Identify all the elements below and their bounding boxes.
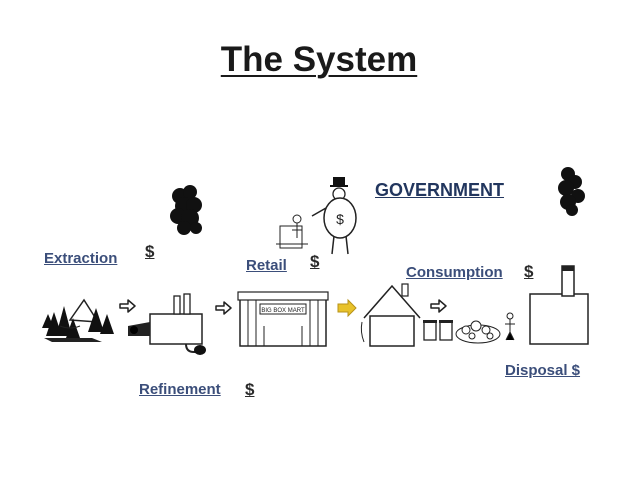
person-icon xyxy=(505,312,515,341)
page-title: The System xyxy=(220,40,418,79)
dollar-consumption: $ xyxy=(524,262,534,281)
label-refinement: Refinement xyxy=(139,381,221,398)
pollution-cloud-right-icon xyxy=(558,167,585,216)
store-sign: BIG BOX MART xyxy=(261,308,305,314)
trash-cans-icon xyxy=(423,320,453,341)
label-government: GOVERNMENT xyxy=(375,180,505,200)
trash-pile-icon xyxy=(455,320,501,344)
label-disposal: Disposal $ xyxy=(505,362,581,379)
svg-text:$: $ xyxy=(336,211,344,227)
disposal-incinerator-icon xyxy=(529,265,589,345)
arrow-icon xyxy=(119,299,136,313)
dollar-retail: $ xyxy=(310,252,320,271)
pollution-cloud-left-icon xyxy=(170,185,202,235)
small-figure-icon xyxy=(276,214,308,249)
refinement-factory-icon xyxy=(128,293,206,355)
house-icon xyxy=(360,283,421,347)
highlight-arrow-icon xyxy=(337,298,357,318)
extraction-forest-icon xyxy=(42,298,114,342)
label-retail: Retail xyxy=(246,257,287,274)
label-extraction: Extraction xyxy=(44,250,118,267)
dollar-refinement: $ xyxy=(245,380,255,399)
retail-store-icon xyxy=(237,291,329,347)
label-consumption: Consumption xyxy=(406,264,503,281)
arrow-icon xyxy=(215,301,232,315)
dollar-extraction: $ xyxy=(145,242,155,261)
businessman-icon: $ xyxy=(311,177,357,255)
arrow-icon xyxy=(430,299,447,313)
